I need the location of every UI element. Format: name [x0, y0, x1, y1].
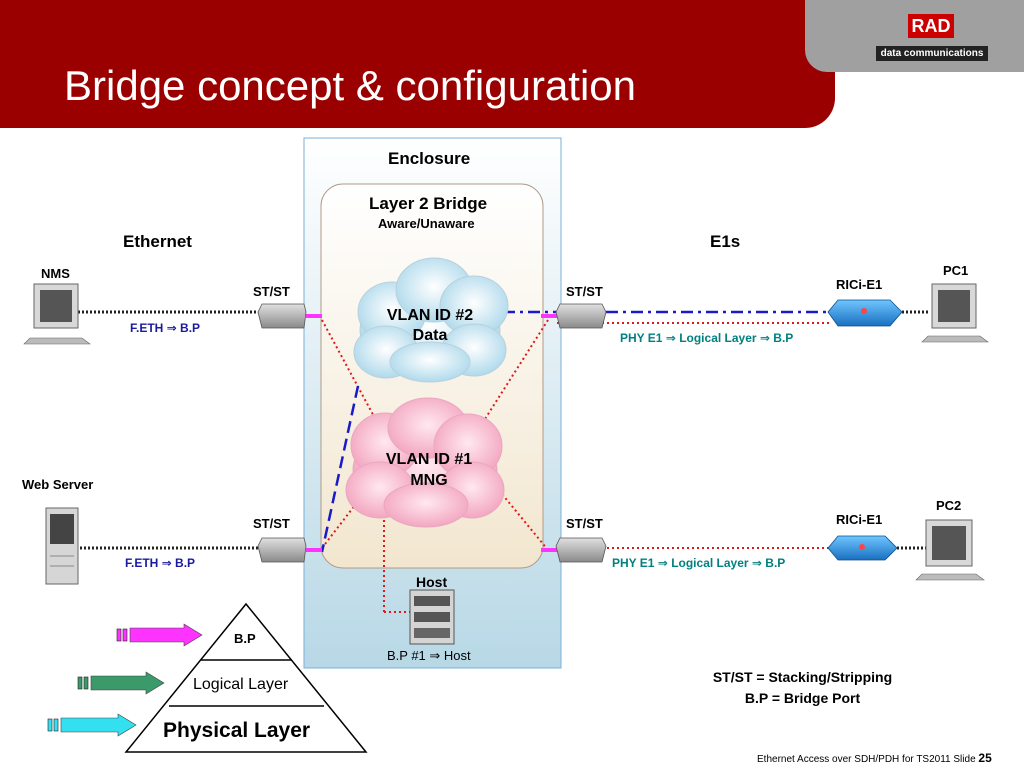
legend-bridge-port: B.P = Bridge Port	[744, 690, 861, 706]
cloud-vlan1-subtitle: MNG	[410, 472, 448, 489]
stst-right-top-label: ST/ST	[566, 284, 603, 299]
rad-logo: RAD	[908, 14, 954, 38]
pyramid-physical-label: Physical Layer	[163, 719, 311, 742]
cloud-vlan2	[353, 257, 509, 383]
arrow-bp	[116, 623, 203, 647]
switch-icon	[257, 537, 307, 563]
computer-icon-nms	[23, 283, 91, 345]
arrow-logical	[77, 671, 165, 695]
web-server-label: Web Server	[22, 477, 94, 492]
pyramid-bp-label: B.P	[234, 631, 256, 646]
footer-slide-label: Slide	[953, 754, 976, 765]
stst-left-bottom-label: ST/ST	[253, 516, 290, 531]
cloud-vlan1-title: VLAN ID #1	[385, 451, 473, 468]
rici-bottom-label: RICi-E1	[836, 512, 883, 527]
footer-text: Ethernet Access over SDH/PDH for TS2011	[757, 754, 951, 765]
phy-bottom-label: PHY E1 ⇒ Logical Layer ⇒ B.P	[612, 556, 786, 570]
rici-modem-icon	[827, 299, 903, 327]
pyramid-logical-label: Logical Layer	[193, 676, 289, 693]
host-server-icon	[409, 589, 455, 645]
vlan2-path	[320, 310, 830, 553]
web-server-icon	[45, 507, 79, 585]
computer-icon-pc2	[915, 519, 985, 581]
arrow-physical	[47, 713, 137, 737]
host-label: Host	[416, 574, 448, 590]
host-bridge-port: B.P #1 ⇒ Host	[387, 648, 471, 663]
cloud-vlan2-title: VLAN ID #2	[386, 307, 474, 324]
enclosure-label: Enclosure	[388, 149, 471, 168]
switch-icon	[257, 303, 307, 329]
rici-modem-icon	[827, 535, 898, 561]
pc2-label: PC2	[936, 498, 962, 513]
slide-title: Bridge concept & configuration	[64, 62, 637, 109]
pc1-label: PC1	[943, 263, 969, 278]
stst-right-bottom-label: ST/ST	[566, 516, 603, 531]
stst-left-top-label: ST/ST	[253, 284, 290, 299]
phy-top-label: PHY E1 ⇒ Logical Layer ⇒ B.P	[620, 331, 794, 345]
switch-icon	[555, 537, 607, 563]
slide-number: 25	[978, 751, 992, 765]
bridge-title: Layer 2 Bridge	[369, 194, 488, 213]
nms-label: NMS	[41, 266, 70, 281]
computer-icon-pc1	[921, 283, 989, 343]
e1s-section-label: E1s	[710, 232, 741, 251]
ethernet-links	[78, 310, 930, 550]
title-bar	[0, 0, 835, 128]
cloud-vlan1	[345, 397, 505, 528]
ethernet-section-label: Ethernet	[123, 232, 192, 251]
switch-icon	[555, 303, 607, 329]
footer: Ethernet Access over SDH/PDH for TS2011 …	[757, 751, 992, 765]
bridge-subtitle: Aware/Unaware	[378, 216, 475, 231]
feth-top-label: F.ETH ⇒ B.P	[130, 321, 201, 335]
layer-pyramid	[124, 602, 368, 753]
legend-stacking: ST/ST = Stacking/Stripping	[712, 669, 893, 685]
rici-top-label: RICi-E1	[836, 277, 883, 292]
cloud-vlan2-subtitle: Data	[412, 327, 448, 344]
feth-bottom-label: F.ETH ⇒ B.P	[125, 556, 196, 570]
port-stubs	[306, 314, 557, 552]
logo-tagline: data communications	[876, 46, 988, 61]
